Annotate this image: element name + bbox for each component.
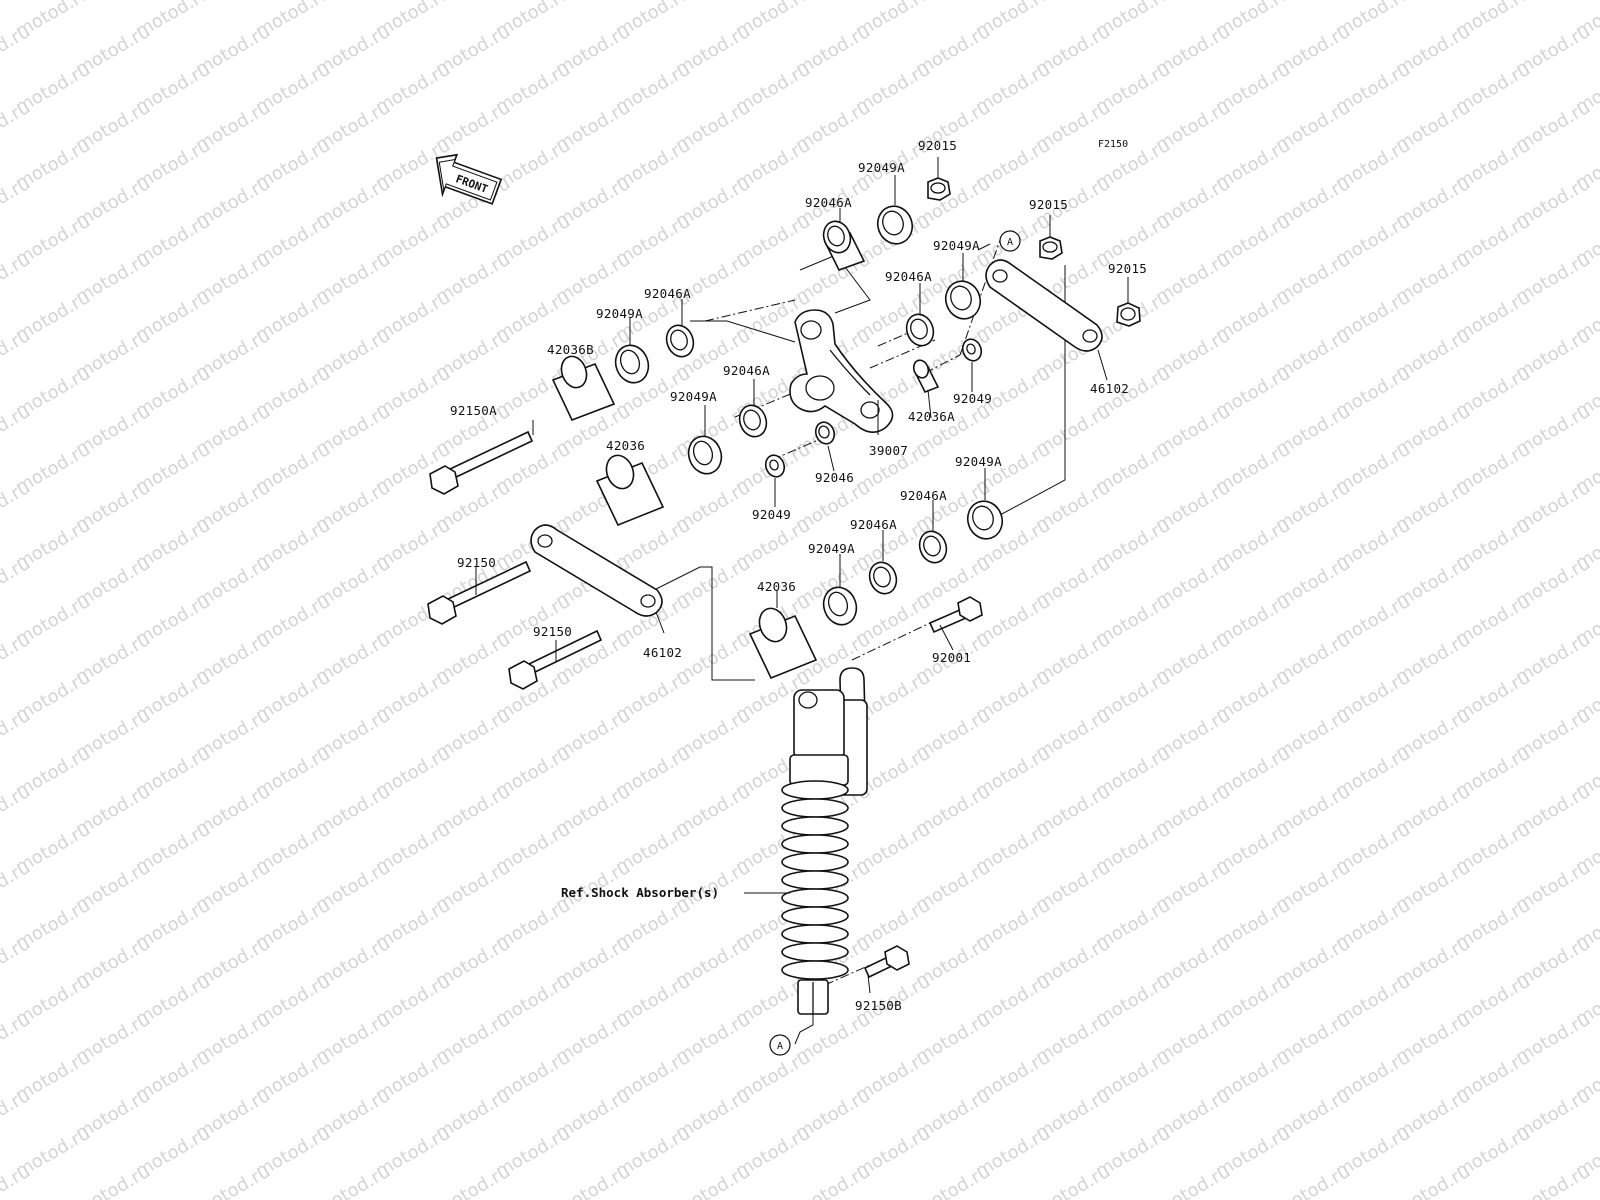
watermark-text: motod.ru <box>1032 1161 1114 1200</box>
part-label-46102: 46102 <box>1090 381 1129 396</box>
part-label-92015: 92015 <box>1108 261 1147 276</box>
spring-coil <box>781 942 849 962</box>
watermark-text: motod.ru <box>432 1161 514 1200</box>
part-label-92049A: 92049A <box>596 306 643 321</box>
collar-42036B <box>551 355 616 422</box>
nut-92015-right <box>1116 302 1141 327</box>
part-label-92046: 92046 <box>815 470 854 485</box>
part-label-92046A: 92046A <box>644 286 691 301</box>
callout-a-top-label: A <box>1007 237 1013 248</box>
watermark-text: motod.ru <box>1512 1161 1594 1200</box>
part-label-92046A: 92046A <box>885 269 932 284</box>
spring-coil <box>781 816 849 836</box>
part-label-92049A: 92049A <box>955 454 1002 469</box>
part-label-92015: 92015 <box>1029 197 1068 212</box>
watermark-text: motod.ru <box>1272 1161 1354 1200</box>
part-label-42036A: 42036A <box>908 409 955 424</box>
shock-spring <box>781 780 849 980</box>
part-label-92046A: 92046A <box>900 488 947 503</box>
part-label-42036B: 42036B <box>547 342 594 357</box>
part-label-92015: 92015 <box>918 138 957 153</box>
part-label-92150A: 92150A <box>450 403 497 418</box>
part-label-92046A: 92046A <box>723 363 770 378</box>
part-label-92049A: 92049A <box>670 389 717 404</box>
part-label-92150: 92150 <box>533 624 572 639</box>
watermark-text: motod.ru <box>192 1161 274 1200</box>
spring-coil <box>781 834 849 854</box>
watermark-text: motod.ru <box>72 1161 154 1200</box>
part-label-46102: 46102 <box>643 645 682 660</box>
callout-a-bottom-label: A <box>777 1041 783 1052</box>
spring-coil <box>781 870 849 890</box>
watermark-text: motod.ru <box>1392 1161 1474 1200</box>
spring-coil <box>781 906 849 926</box>
spring-coil <box>781 888 849 908</box>
spring-coil <box>781 780 849 800</box>
spring-coil <box>781 798 849 818</box>
part-label-42036: 42036 <box>757 579 796 594</box>
part-label-92049: 92049 <box>752 507 791 522</box>
part-label-92049: 92049 <box>953 391 992 406</box>
figure-code: F2150 <box>1098 139 1128 150</box>
part-label-92049A: 92049A <box>858 160 905 175</box>
watermark-text: motod.ru <box>0 0 34 4</box>
watermark-text: motod.ru <box>672 1161 754 1200</box>
watermark-text: motod.ru <box>312 1161 394 1200</box>
part-label-92150B: 92150B <box>855 998 902 1013</box>
part-label-42036: 42036 <box>606 438 645 453</box>
part-label-92049A: 92049A <box>808 541 855 556</box>
part-label-92046A: 92046A <box>805 195 852 210</box>
part-label-92049A: 92049A <box>933 238 980 253</box>
nut-92015-middle <box>1039 236 1063 260</box>
part-label-92001: 92001 <box>932 650 971 665</box>
spring-coil <box>781 960 849 980</box>
watermark-text: motod.ru <box>552 1161 634 1200</box>
callout-a-top: A <box>999 230 1021 252</box>
part-label-39007: 39007 <box>869 443 908 458</box>
watermark-text: motod.ru <box>792 1161 874 1200</box>
watermark-text: motod.ru <box>1152 1161 1234 1200</box>
spring-coil <box>781 924 849 944</box>
bearing-92046A-top <box>822 220 866 271</box>
spring-coil <box>781 852 849 872</box>
part-label-92046A: 92046A <box>850 517 897 532</box>
callout-a-bottom: A <box>769 1034 791 1056</box>
part-label-92150: 92150 <box>457 555 496 570</box>
nut-92015-top <box>927 177 951 201</box>
watermark-text: motod.ru <box>912 1161 994 1200</box>
reference-label-shock-absorber: Ref.Shock Absorber(s) <box>561 885 719 900</box>
